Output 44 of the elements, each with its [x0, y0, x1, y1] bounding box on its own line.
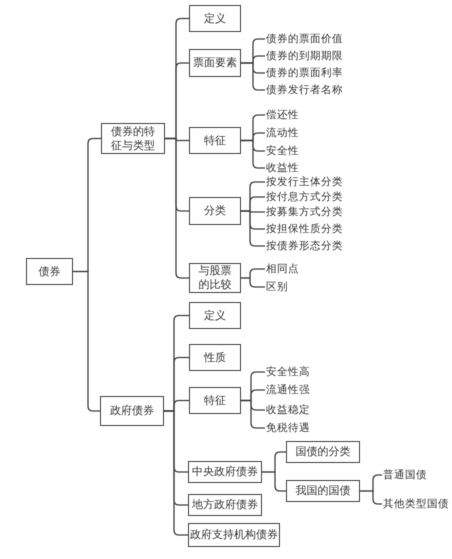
- branch-label: 相同点: [266, 262, 299, 276]
- topic-box: 性质: [189, 344, 241, 371]
- branch-label: 流通性强: [266, 383, 310, 397]
- branch-label: 按债券形态分类: [266, 239, 343, 253]
- branch-label: 免税待遇: [266, 421, 310, 435]
- branch-label: 收益稳定: [266, 403, 310, 417]
- topic-box: 分类: [189, 197, 241, 225]
- topic-box: 债券: [26, 258, 73, 285]
- topic-box: 中央政府债券: [188, 461, 262, 483]
- topic-box: 地方政府债券: [188, 494, 262, 516]
- branch-label: 按担保性质分类: [266, 222, 343, 236]
- connector-line: [262, 471, 286, 492]
- branch-label: 债券的票面价值: [266, 32, 343, 46]
- topic-box: 国债的分类: [286, 441, 360, 463]
- topic-box: 债券的特征与类型: [101, 123, 165, 154]
- connector-line: [360, 490, 382, 505]
- branch-label: 安全性高: [266, 365, 310, 379]
- connector-line: [241, 140, 265, 169]
- branch-label: 流动性: [266, 126, 299, 140]
- connector-line: [241, 62, 265, 91]
- topic-box: 特征: [189, 127, 241, 154]
- branch-label: 债券的到期期限: [266, 49, 343, 63]
- branch-label: 债券发行者名称: [266, 83, 343, 97]
- topic-box: 定义: [189, 302, 241, 329]
- branch-label: 按发行主体分类: [266, 175, 343, 189]
- topic-box: 票面要素: [189, 49, 241, 77]
- connector-line: [241, 400, 265, 429]
- branch-label: 普通国债: [383, 468, 427, 482]
- topic-box: 与股票的比较: [189, 263, 241, 293]
- branch-label: 债券的票面利率: [266, 66, 343, 80]
- branch-label: 偿还性: [266, 108, 299, 122]
- connector-line: [241, 210, 265, 247]
- connector-line: [241, 277, 265, 288]
- branch-label: 安全性: [266, 144, 299, 158]
- branch-label: 按付息方式分类: [266, 190, 343, 204]
- branch-label: 收益性: [266, 161, 299, 175]
- topic-box: 政府债券: [100, 396, 164, 426]
- topic-box: 政府支持机构债券: [188, 523, 280, 547]
- topic-box: 定义: [189, 5, 241, 32]
- topic-box: 我国的国债: [286, 480, 360, 502]
- topic-box: 特征: [189, 387, 241, 414]
- branch-label: 区别: [266, 280, 288, 294]
- branch-label: 其他类型国债: [383, 497, 449, 511]
- branch-label: 按募集方式分类: [266, 205, 343, 219]
